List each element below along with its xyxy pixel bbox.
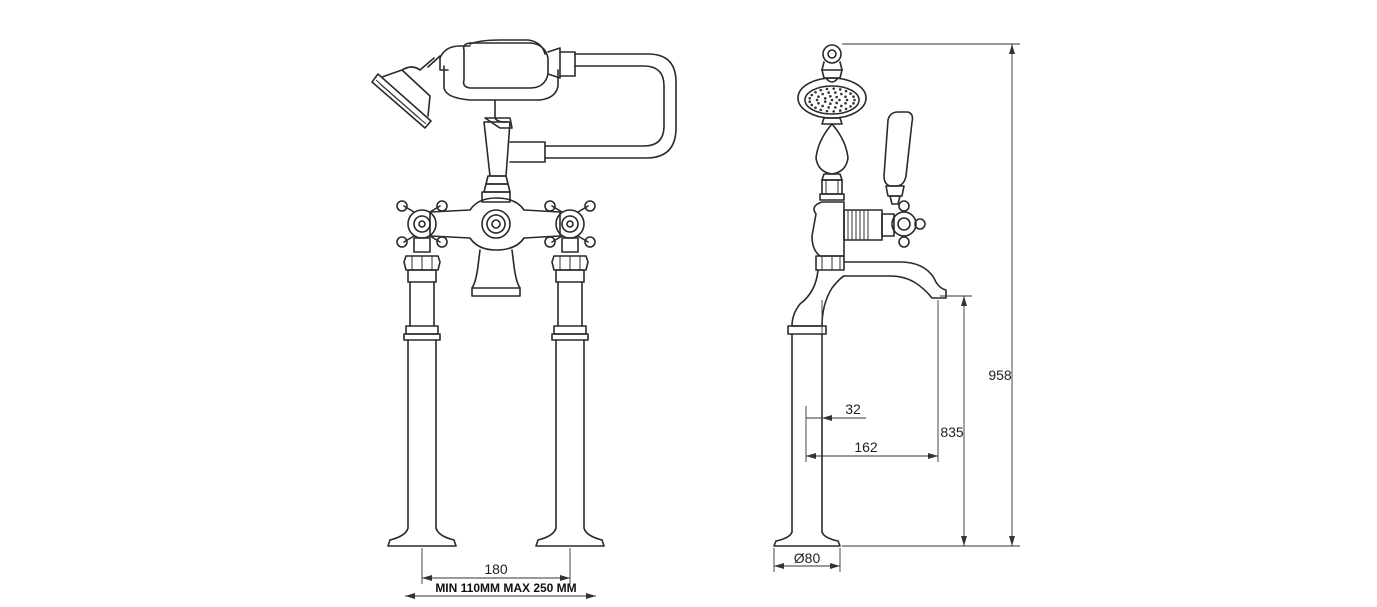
spray-hole [834,91,837,94]
center-range-label: MIN 110MM MAX 250 MM [435,581,576,595]
spray-hole [815,98,819,102]
spray-hole [832,110,835,113]
spray-hole [835,95,838,99]
centers-label: 180 [484,561,508,577]
spray-hole [844,107,848,111]
spray-hole [819,88,823,92]
spray-hole [817,95,820,99]
spray-hole [829,102,832,106]
spray-hole [814,90,817,94]
spout-reach-label: 162 [854,439,878,455]
spray-hole [844,95,847,99]
spray-hole [852,102,855,105]
spout-height-label: 835 [940,424,964,440]
spray-hole [823,100,827,103]
spray-hole [845,98,849,102]
spray-hole [819,108,823,112]
spray-hole [814,106,817,110]
spray-hole [844,89,848,93]
spray-hole [825,87,829,91]
mixer-body-front [429,197,561,297]
valve-body-side [811,200,926,271]
spray-hole [821,104,824,108]
spray-hole [821,92,824,96]
spray-hole [849,105,852,108]
left-cross-handle [396,200,448,248]
spray-hole [838,88,842,91]
shower-head-face [797,77,867,119]
spray-hole [825,109,829,113]
spray-hole [829,94,832,98]
right-standpipe [535,237,605,547]
spray-hole [817,101,820,105]
diverter-body-front [481,117,546,203]
hanger-ring [821,44,843,79]
handset-body-side [815,117,849,201]
side-dimensions [773,43,1020,572]
height-total-label: 958 [988,367,1012,383]
front-view: 180 MIN 110MM MAX 250 MM [371,39,677,599]
spray-hole [853,98,856,102]
spray-hole [810,103,814,107]
standpipe-side [773,269,845,547]
spray-hole [849,92,852,95]
spray-hole [840,104,843,108]
spray-hole [810,93,814,97]
spray-hole [852,95,855,98]
side-view: 958 835 32 162 Ø80 [773,43,1020,572]
right-cross-handle [544,200,596,248]
left-standpipe [387,237,457,547]
spray-hole [830,98,834,102]
spray-hole [827,106,830,109]
handshower-head-front [371,55,441,129]
spray-hole [835,101,838,105]
handset-cradle [439,39,576,123]
spray-hole [808,97,812,100]
centers-dimension [405,548,596,599]
spray-hole [832,87,835,90]
spray-hole [844,101,847,105]
spray-hole [808,100,812,103]
spray-hole [838,98,841,102]
base-diameter-label: Ø80 [794,550,821,566]
spout [843,261,947,299]
spray-hole [827,91,830,94]
spray-hole [823,97,827,100]
spray-hole [840,92,843,96]
lever-handle [883,111,914,205]
hose-loop [544,53,677,159]
spray-hole [834,106,837,109]
spray-hole [838,109,842,112]
pipe-offset-label: 32 [845,401,861,417]
